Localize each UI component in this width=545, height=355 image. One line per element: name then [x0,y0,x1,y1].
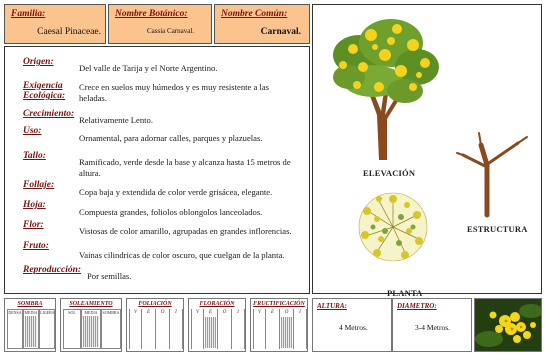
fruto-label: Fruto: [23,241,49,251]
floracion-i: I [232,309,245,349]
fructificacion-e-letter: E [270,310,275,315]
fructificacion-i: I [294,309,307,349]
foliacion-o: O [156,309,170,349]
uso-label: Uso: [23,126,42,136]
floracion-e-letter: E [208,310,213,315]
elevation-tree-illustration [333,19,439,160]
sombra-densa: DENSA [7,309,23,349]
crecimiento-label: Crecimiento: [23,109,75,119]
header-familia-cell: Familia: Caesal Pinaceae. [4,4,106,44]
header-nombre-comun-cell: Nombre Común: Carnaval. [214,4,310,44]
altura-label: ALTURA: [317,302,347,310]
familia-label: Familia: [11,9,46,19]
foliacion-e: E [142,309,156,349]
sombra-densa-label: DENSA [8,310,22,315]
nombre-comun-label: Nombre Común: [221,9,288,19]
flower-photo-illustration [475,299,541,351]
fructificacion-title: FRUCTIFICACIÓN [253,301,305,307]
follaje-value: Copa baja y extendida de color verde gri… [79,187,273,197]
planta-label: PLANTA [387,288,423,298]
sombra-ligera-label: LIGERA [40,310,55,315]
tree-drawings [333,19,528,262]
flower-photo [474,298,542,352]
floracion-title: FLORACIÓN [199,301,235,307]
fructificacion-o: O [280,309,294,349]
diametro-cell: DIAMETRO: 3-4 Metros. [392,298,472,352]
soleamiento-selected-hatch [83,316,99,347]
plan-view-illustration [358,192,428,262]
floracion-o-letter: O [222,310,227,315]
fruto-value: Vainas cilindricas de color oscuro, que … [79,250,285,260]
soleamiento-sombra: SOMBRA [101,309,121,349]
soleamiento-cell: SOLEAMIENTO SOL MEDIA SOMBRA SOMBRA [60,298,122,352]
soleamiento-title: SOLEAMIENTO [69,301,113,307]
elevacion-label: ELEVACIÓN [363,168,416,178]
description-panel: Origen: Del valle de Tarija y el Norte A… [4,46,310,294]
diametro-label: DIAMETRO: [397,302,437,310]
sombra-title: SOMBRA [17,301,43,307]
reproduccion-value: Por semillas. [87,271,132,281]
foliacion-o-letter: O [160,310,165,315]
diametro-value: 3-4 Metros. [415,323,450,332]
foliacion-cell: FOLIACIÓN V E O I [126,298,184,352]
floracion-o: O [218,309,232,349]
foliacion-i: I [170,309,183,349]
fructificacion-v: V [253,309,266,349]
hoja-value: Compuesta grandes, foliolos oblongolos l… [79,207,263,217]
fructificacion-o-letter: O [284,310,289,315]
fructificacion-e: E [266,309,280,349]
crecimiento-value: Relativamente Lento. [79,115,153,125]
altura-cell: ALTURA: 4 Metros. [312,298,392,352]
header-nombre-botanico-cell: Nombre Botánico: Cassia Carnaval. [108,4,212,44]
foliacion-v-letter: V [133,310,138,315]
sombra-cell: SOMBRA DENSA MEDIA LIGERA [4,298,56,352]
drawing-panel: ELEVACIÓN ESTRUCTURA PLANTA [312,4,542,298]
soleamiento-sombra-label: SOMBRA [102,310,120,315]
reproduccion-label: Reproducción: [23,265,82,275]
exigencia-ecologica-label: Exigencia Ecológica: [23,81,66,101]
floracion-cell: FLORACIÓN V E O I [188,298,246,352]
origen-label: Origen: [23,57,54,67]
follaje-label: Follaje: [23,180,55,190]
flor-value: Vistosas de color amarillo, agrupadas en… [79,226,292,236]
tallo-label: Tallo: [23,151,46,161]
floracion-selected-hatch [205,317,216,348]
soleamiento-media-sombra: MEDIA SOMBRA [81,309,101,349]
uso-value: Ornamental, para adornar calles, parques… [79,133,263,143]
nombre-comun-value: Carnaval. [260,27,301,37]
fructificacion-v-letter: V [257,310,262,315]
nombre-botanico-label: Nombre Botánico: [115,9,188,19]
origen-value: Del valle de Tarija y el Norte Argentino… [79,63,218,73]
foliacion-e-letter: E [146,310,151,315]
sombra-media-selected-hatch [25,316,37,347]
nombre-botanico-value: Cassia Carnaval. [147,27,195,35]
floracion-i-letter: I [237,310,239,315]
floracion-v: V [191,309,204,349]
foliacion-i-letter: I [175,310,177,315]
altura-value: 4 Metros. [339,323,368,332]
tallo-value: Ramificado, verde desde la base y alcanz… [79,157,291,178]
flor-label: Flor: [23,220,44,230]
exigencia-ecologica-value: Crece en suelos muy húmedos y es muy res… [79,82,269,103]
soleamiento-sol: SOL [63,309,81,349]
hoja-label: Hoja: [23,200,46,210]
foliacion-title: FOLIACIÓN [138,301,172,307]
familia-value: Caesal Pinaceae. [37,27,101,37]
soleamiento-sol-label: SOL [68,310,76,315]
sombra-ligera: LIGERA [39,309,55,349]
fructificacion-selected-hatch [281,317,292,348]
foliacion-v: V [129,309,142,349]
sombra-media: MEDIA [23,309,39,349]
sombra-media-label: MEDIA [24,310,38,315]
fructificacion-cell: FRUCTIFICACIÓN V E O I [250,298,308,352]
estructura-label: ESTRUCTURA [467,224,528,234]
structure-tree-illustration [456,132,528,218]
floracion-e: E [204,309,218,349]
fructificacion-i-letter: I [299,310,301,315]
floracion-v-letter: V [195,310,200,315]
